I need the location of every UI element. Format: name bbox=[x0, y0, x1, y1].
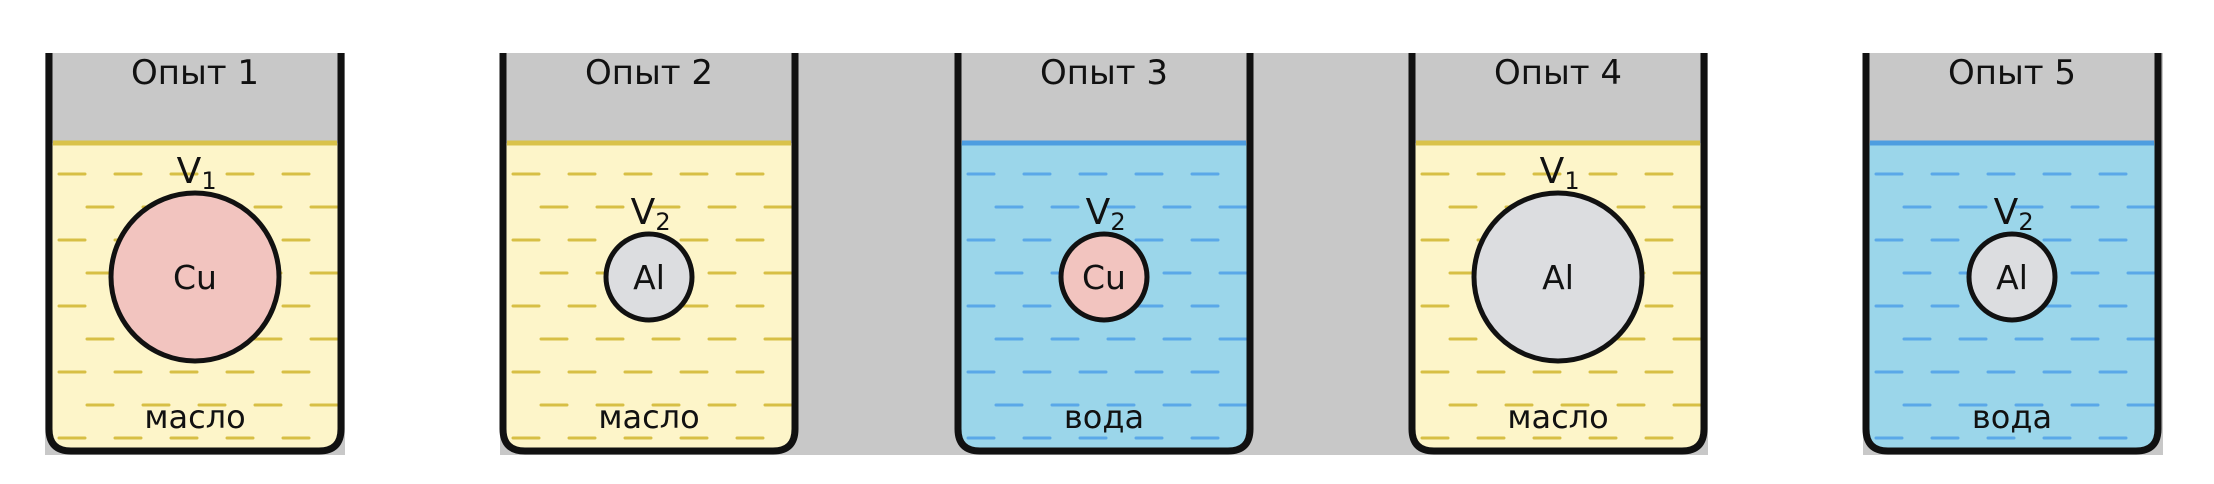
metal-label: Cu bbox=[1082, 258, 1126, 297]
metal-label: Al bbox=[633, 258, 665, 297]
volume-symbol: V bbox=[1540, 151, 1565, 192]
experiment-title: Опыт 4 bbox=[1494, 53, 1622, 93]
experiment-title: Опыт 1 bbox=[131, 53, 259, 93]
liquid-label: масло bbox=[1507, 398, 1608, 436]
liquid-label: вода bbox=[1064, 398, 1144, 436]
liquid-dashes bbox=[1874, 172, 2156, 440]
liquid-label: масло bbox=[598, 398, 699, 436]
volume-subscript: 2 bbox=[655, 208, 670, 236]
volume-subscript: 2 bbox=[1110, 208, 1125, 236]
experiment-title: Опыт 3 bbox=[1040, 53, 1168, 93]
liquid-label: масло bbox=[144, 398, 245, 436]
metal-label: Al bbox=[1542, 258, 1574, 297]
metal-ball bbox=[603, 231, 695, 323]
experiment-title: Опыт 2 bbox=[585, 53, 713, 93]
metal-ball bbox=[1471, 190, 1645, 364]
volume-symbol: V bbox=[631, 192, 656, 233]
vessel-outline bbox=[45, 53, 345, 455]
liquid-dashes bbox=[511, 172, 793, 440]
vessel-outline bbox=[1862, 53, 2162, 455]
metal-label: Cu bbox=[173, 258, 217, 297]
experiment-title: Опыт 5 bbox=[1948, 53, 2076, 93]
liquid-dashes bbox=[966, 172, 1248, 440]
volume-subscript: 2 bbox=[2018, 208, 2033, 236]
vessel-outline bbox=[499, 53, 799, 455]
vessel-outline bbox=[1408, 53, 1708, 455]
volume-subscript: 1 bbox=[1564, 167, 1579, 195]
metal-label: Al bbox=[1996, 258, 2028, 297]
volume-symbol: V bbox=[1086, 192, 1111, 233]
volume-symbol: V bbox=[177, 151, 202, 192]
metal-ball bbox=[1058, 231, 1150, 323]
metal-ball bbox=[1966, 231, 2058, 323]
volume-symbol: V bbox=[1994, 192, 2019, 233]
vessel-outline bbox=[954, 53, 1254, 455]
metal-ball bbox=[108, 190, 282, 364]
liquid-label: вода bbox=[1972, 398, 2052, 436]
volume-subscript: 1 bbox=[201, 167, 216, 195]
